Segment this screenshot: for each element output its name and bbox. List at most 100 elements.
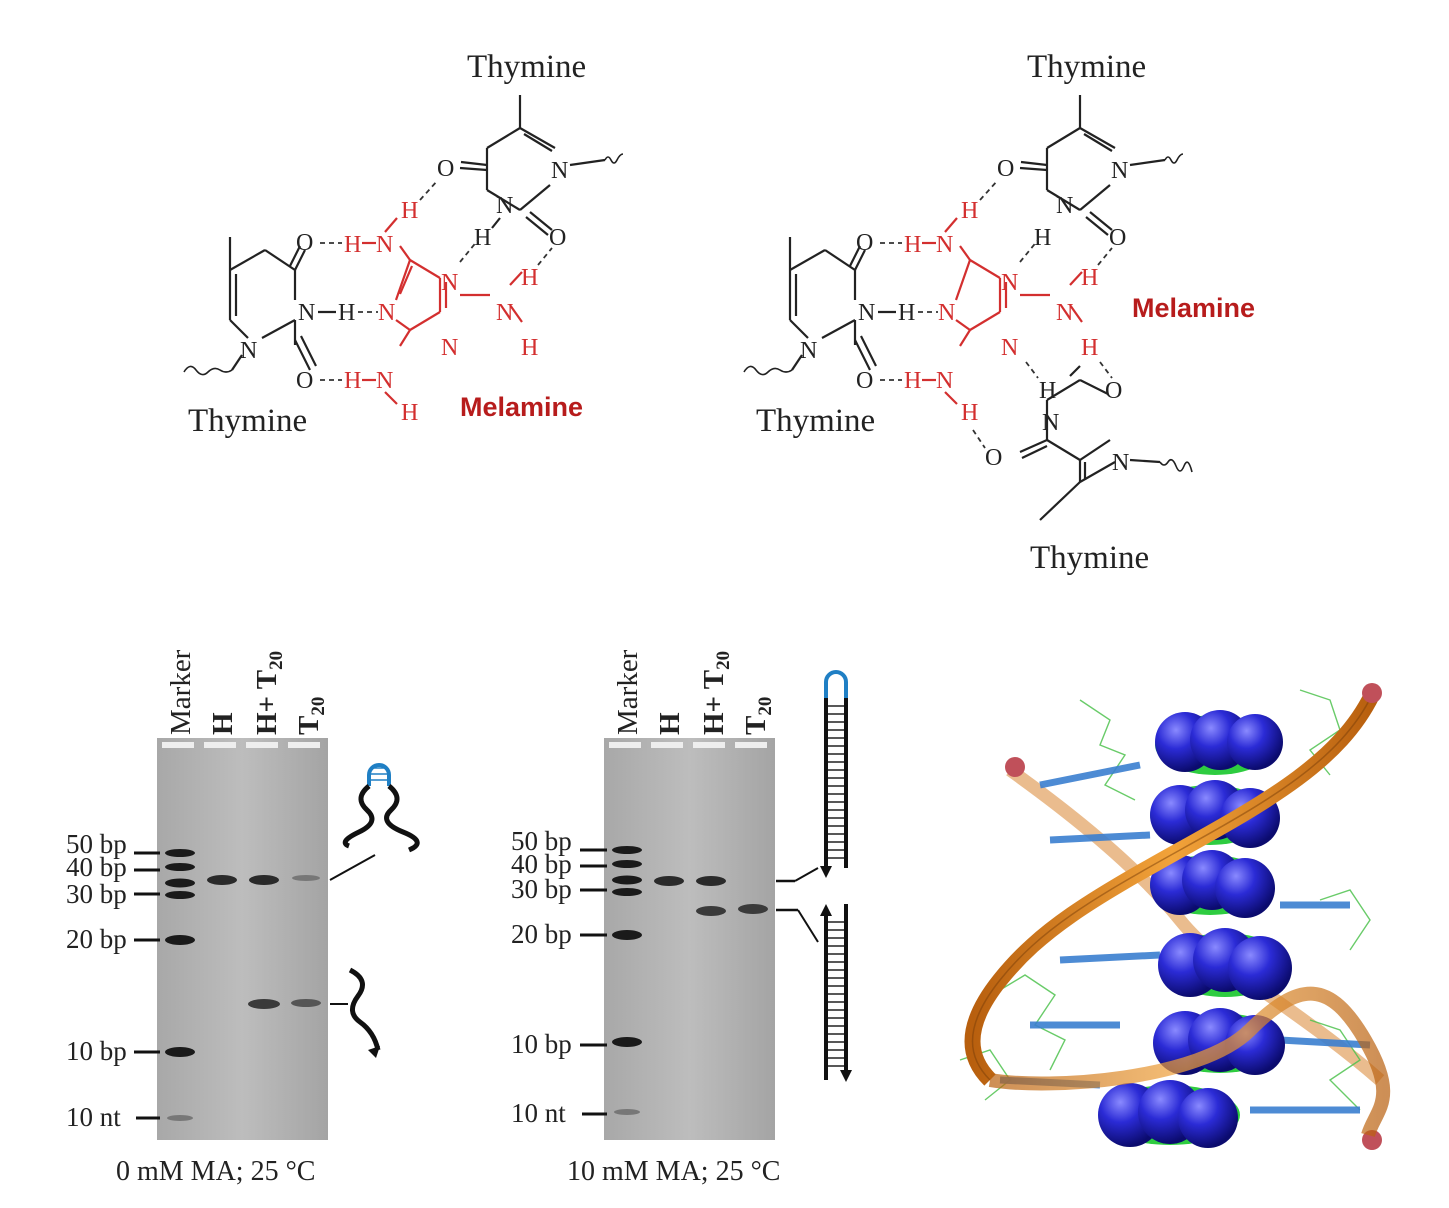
svg-text:O: O: [437, 156, 454, 182]
lane-H-T20-r: H+ T20: [698, 651, 734, 735]
pointer-line-left-upper: [329, 854, 376, 881]
hydrogen-bonds-right: [880, 179, 1113, 449]
svg-text:O: O: [296, 230, 313, 256]
gel-right-band-H: [654, 876, 684, 886]
gel-left-band-HT-lower: [248, 999, 280, 1009]
svg-text:H: H: [898, 300, 915, 326]
svg-text:O: O: [296, 368, 313, 394]
svg-text:N: N: [376, 368, 393, 394]
pointer-line-right-upper-diag: [794, 867, 819, 882]
svg-text:N: N: [938, 300, 955, 326]
duplex-arrow-icon: [820, 670, 852, 1082]
marker-10bp: 10 bp: [66, 1036, 127, 1066]
thymine-label-left-r: Thymine: [756, 403, 875, 439]
svg-text:N: N: [1112, 450, 1129, 476]
upper-thymine-r: O N N H O: [997, 95, 1184, 251]
gel-right-caption: 10 mM MA; 25 °C: [567, 1156, 780, 1187]
upper-thymine: O N N H O: [437, 95, 624, 251]
svg-text:N: N: [1042, 410, 1059, 436]
svg-text:O: O: [985, 445, 1002, 471]
svg-text:H: H: [961, 400, 978, 426]
gel-right-band-HT-lower: [696, 906, 726, 916]
svg-text:H: H: [904, 232, 921, 258]
gel-left-panel: 50 bp 40 bp 30 bp 20 bp 10 bp 10 nt Mark…: [66, 649, 420, 1187]
marker-30bp: 30 bp: [66, 879, 127, 909]
gel-right-panel: 50 bp 40 bp 30 bp 20 bp 10 bp 10 nt Mark…: [511, 649, 852, 1187]
gel-right-marker-bands: [612, 846, 642, 1115]
lane-marker: Marker: [165, 649, 197, 735]
thymine-label-top-r: Thymine: [1027, 49, 1146, 85]
melamine-label-r: Melamine: [1132, 293, 1255, 323]
gel-right-band-HT-upper: [696, 876, 726, 886]
svg-text:N: N: [496, 193, 513, 219]
svg-text:H: H: [1039, 378, 1056, 404]
svg-text:H: H: [1081, 265, 1098, 291]
melamine-molecule-r: H N H N N N N H H H N H: [904, 198, 1098, 426]
svg-text:O: O: [549, 225, 566, 251]
svg-text:N: N: [376, 232, 393, 258]
thymine-label-bottom-r: Thymine: [1030, 540, 1149, 576]
lane-T20-r: T20: [740, 697, 776, 735]
gel-right-marker-labels: 50 bp 40 bp 30 bp 20 bp 10 bp 10 nt: [511, 826, 572, 1128]
svg-text:N: N: [1056, 193, 1073, 219]
marker-20bp: 20 bp: [66, 924, 127, 954]
hydrogen-bonds-left: [320, 179, 553, 381]
svg-text:N: N: [298, 300, 315, 326]
lane-H-T20: H+ T20: [251, 651, 287, 735]
left-thymine-r: O N N O H: [743, 230, 915, 394]
svg-text:H: H: [1034, 225, 1051, 251]
lane-H: H: [207, 712, 239, 735]
svg-text:H: H: [344, 368, 361, 394]
hairpin-icon: [342, 763, 420, 853]
svg-text:N: N: [441, 335, 458, 361]
svg-text:N: N: [1001, 335, 1018, 361]
melamine-label: Melamine: [460, 392, 583, 422]
lane-T20: T20: [293, 697, 329, 735]
gel-left-band-T20: [291, 999, 321, 1007]
marker-10nt: 10 nt: [66, 1102, 121, 1132]
svg-text:H: H: [474, 225, 491, 251]
marker-50bp-r: 50 bp: [511, 826, 572, 856]
wavy-strand-icon: [348, 967, 381, 1058]
svg-text:H: H: [521, 335, 538, 361]
gel-left-band-H: [207, 875, 237, 885]
back-strand: [1006, 764, 1385, 1085]
gel-right-band-T20: [738, 904, 768, 914]
marker-30bp-r: 30 bp: [511, 874, 572, 904]
svg-text:H: H: [521, 265, 538, 291]
svg-text:N: N: [240, 338, 257, 364]
thymine-label-top: Thymine: [467, 49, 586, 85]
svg-text:N: N: [551, 158, 568, 184]
svg-text:N: N: [936, 232, 953, 258]
pointer-line-right-lower-diag: [797, 909, 819, 943]
svg-text:O: O: [856, 230, 873, 256]
svg-text:H: H: [961, 198, 978, 224]
bottom-thymine: H N O O N: [985, 365, 1193, 521]
marker-40bp: 40 bp: [66, 852, 127, 882]
gel-right-marker-ticks: [580, 848, 607, 1116]
top-right-structure: O N N H O O N N O H: [743, 49, 1255, 576]
svg-text:N: N: [1056, 300, 1073, 326]
dna-helix-model: [959, 683, 1391, 1150]
svg-text:N: N: [496, 300, 513, 326]
gel-right-lane-labels: Marker H H+ T20 T20: [612, 649, 776, 735]
top-left-structure: O N N H O O N N O H: [183, 49, 624, 439]
marker-40bp-r: 40 bp: [511, 849, 572, 879]
gel-left-band-T20-faint: [292, 875, 320, 881]
svg-text:O: O: [997, 156, 1014, 182]
marker-50bp: 50 bp: [66, 829, 127, 859]
lane-marker-r: Marker: [612, 649, 644, 735]
left-thymine: O N N O H: [183, 230, 355, 394]
svg-text:H: H: [1081, 335, 1098, 361]
marker-10bp-r: 10 bp: [511, 1029, 572, 1059]
melamine-molecule: H N H N N N N H H H N H: [344, 198, 538, 426]
svg-text:O: O: [1105, 378, 1122, 404]
svg-text:H: H: [401, 400, 418, 426]
gel-left-marker-ticks: [134, 851, 160, 1120]
svg-text:H: H: [338, 300, 355, 326]
svg-text:N: N: [936, 368, 953, 394]
svg-text:N: N: [441, 270, 458, 296]
svg-text:H: H: [344, 232, 361, 258]
svg-text:N: N: [378, 300, 395, 326]
